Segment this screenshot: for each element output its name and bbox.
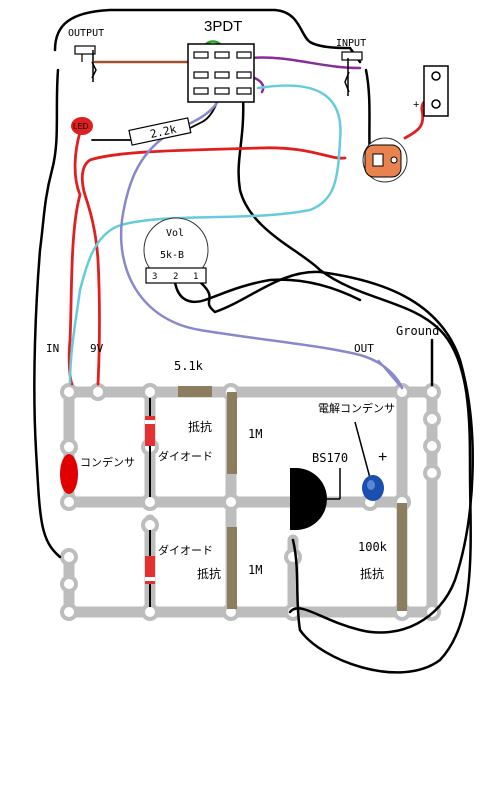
mosfet-label: BS170 xyxy=(312,451,348,465)
resistor-2k2 xyxy=(128,117,192,146)
electrolytic-capacitor xyxy=(354,421,384,501)
switch-label: 3PDT xyxy=(204,18,242,35)
pot-pin-1: 1 xyxy=(193,272,198,282)
r1m-b-label: 1M xyxy=(248,563,262,577)
pot-name: Vol xyxy=(166,228,184,239)
resistor-1m-bottom xyxy=(227,527,237,609)
3pdt-switch xyxy=(187,43,255,103)
diode-top xyxy=(145,398,155,497)
resistor-2k2-label: 2.2k xyxy=(149,123,178,141)
r100k-label: 100k xyxy=(358,540,388,554)
wire-black-switch-to-board xyxy=(237,95,472,674)
resistor-1m-top xyxy=(227,392,237,474)
pot-value: 5k-B xyxy=(160,250,184,261)
out-label: OUT xyxy=(354,342,374,355)
output-jack-label: OUTPUT xyxy=(68,28,104,39)
cap-label: コンデンサ xyxy=(80,455,135,469)
input-capacitor xyxy=(60,454,78,494)
resistor-b-label: 抵抗 xyxy=(197,566,221,581)
diode-b-label: ダイオード xyxy=(158,543,213,557)
resistor-c-label: 抵抗 xyxy=(360,566,384,581)
wire-black-pot-mid xyxy=(173,278,362,304)
led xyxy=(71,117,93,135)
wire-red-9v xyxy=(80,146,347,386)
nine-v-label: 9V xyxy=(90,342,104,355)
input-jack-label: INPUT xyxy=(336,38,366,49)
wire-red-led xyxy=(67,130,82,386)
r1m-a-label: 1M xyxy=(248,427,262,441)
volume-pot xyxy=(143,217,209,284)
led-label: LED xyxy=(73,122,89,131)
dc-jack xyxy=(423,65,449,117)
output-jack xyxy=(74,45,97,82)
pot-pin-3: 3 xyxy=(152,272,157,282)
wire-black-board-right xyxy=(291,538,302,632)
resistor-100k xyxy=(397,503,407,611)
diode-bottom xyxy=(145,530,155,607)
resistor-5k1 xyxy=(178,386,212,397)
board-pads xyxy=(60,383,441,621)
mosfet-bs170 xyxy=(290,468,341,530)
dc-plus-label: + xyxy=(413,99,419,111)
in-label: IN xyxy=(46,342,59,355)
diode-a-label: ダイオード xyxy=(158,449,213,463)
input-jack xyxy=(341,51,363,96)
pot-pin-2: 2 xyxy=(173,272,178,282)
out-tab xyxy=(377,359,401,387)
electrolytic-label: 電解コンデンサ xyxy=(318,401,395,415)
wire-black-pot-ground xyxy=(198,270,474,634)
r-5k1-label: 5.1k xyxy=(174,359,204,373)
wire-cyan xyxy=(68,84,342,386)
wire-black-left-ground xyxy=(33,68,62,559)
orange-pot xyxy=(362,137,408,183)
elec-plus-label: + xyxy=(378,449,387,466)
wire-black-top-loop xyxy=(53,8,362,64)
ground-label: Ground xyxy=(396,324,439,338)
resistor-a-label: 抵抗 xyxy=(188,419,212,434)
